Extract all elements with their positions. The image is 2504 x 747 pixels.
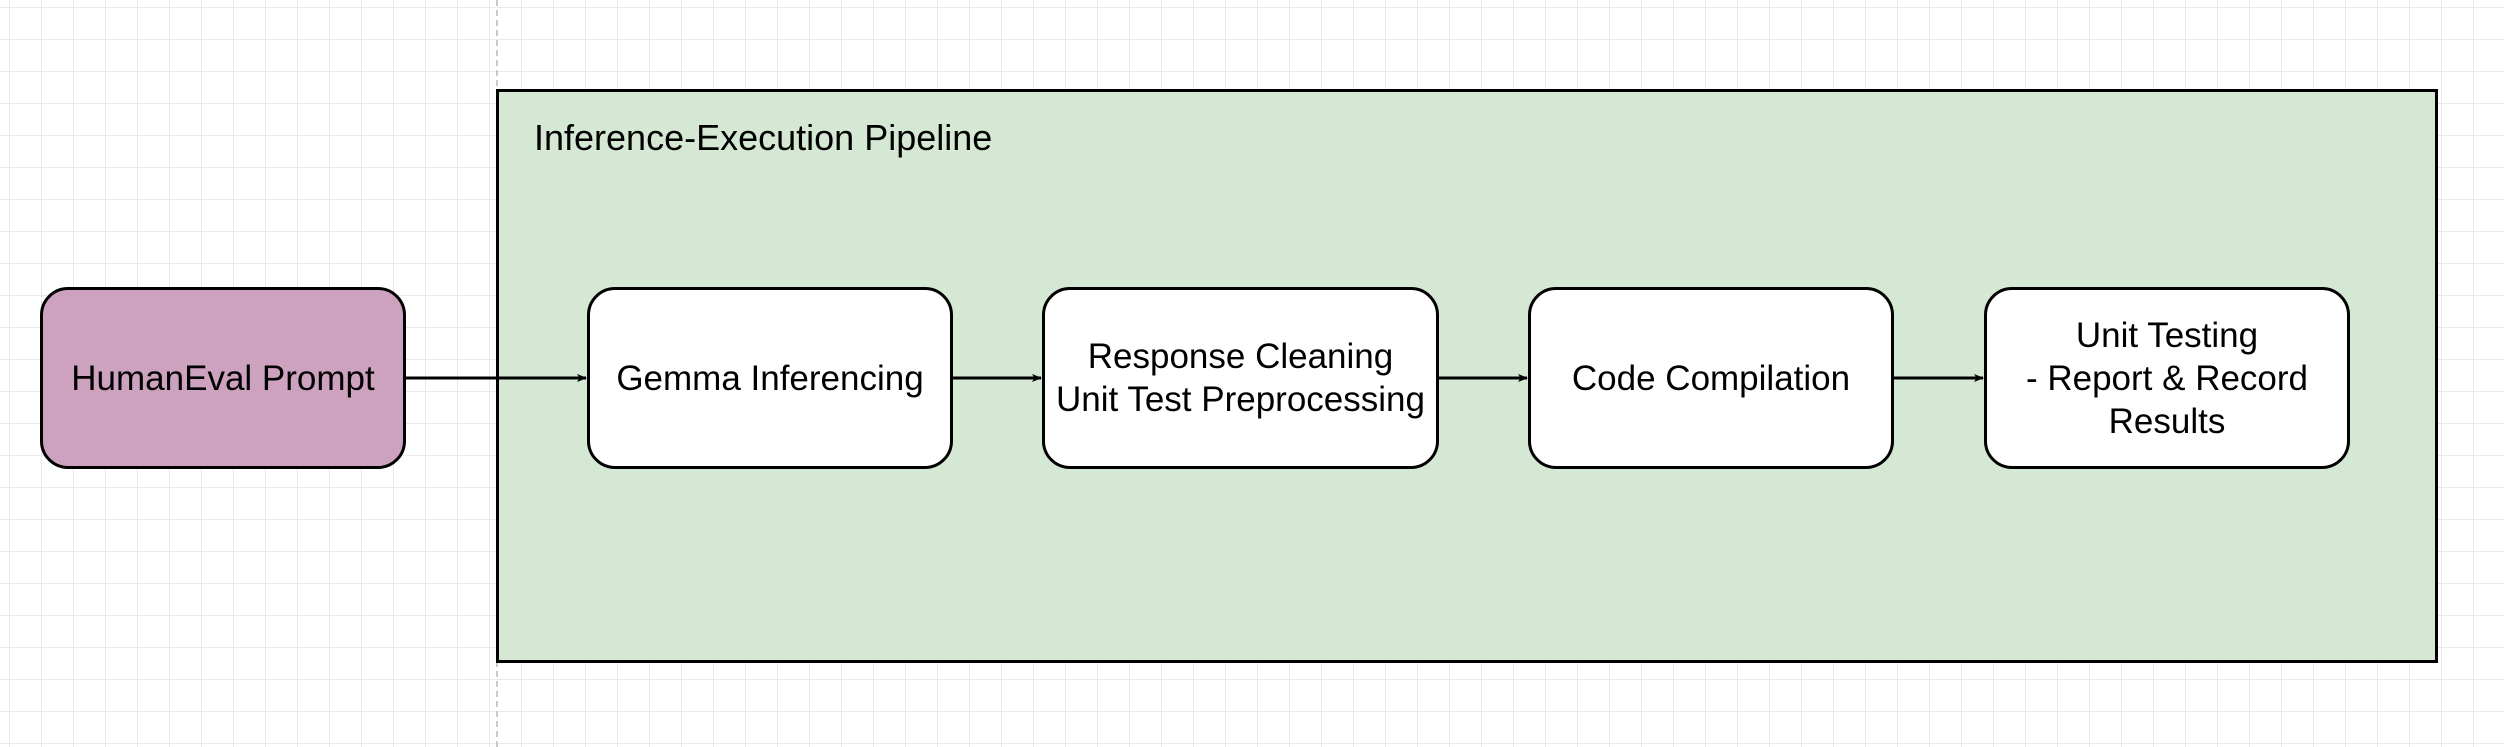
humaneval-prompt-label: HumanEval Prompt <box>71 358 375 398</box>
humaneval-prompt-node[interactable]: HumanEval Prompt <box>40 287 406 469</box>
gemma-inferencing-node[interactable]: Gemma Inferencing <box>587 287 953 469</box>
code-compilation-node[interactable]: Code Compilation <box>1528 287 1894 469</box>
response-cleaning-label: Response Cleaning Unit Test Preprocessin… <box>1056 337 1425 419</box>
code-compilation-label: Code Compilation <box>1571 358 1851 398</box>
gemma-inferencing-label: Gemma Inferencing <box>616 358 924 398</box>
unit-testing-node[interactable]: Unit Testing - Report & Record Results <box>1984 287 2350 469</box>
pipeline-title: Inference-Execution Pipeline <box>534 117 993 158</box>
response-cleaning-node[interactable]: Response Cleaning Unit Test Preprocessin… <box>1042 287 1439 469</box>
unit-testing-label: Unit Testing - Report & Record Results <box>2025 315 2309 441</box>
